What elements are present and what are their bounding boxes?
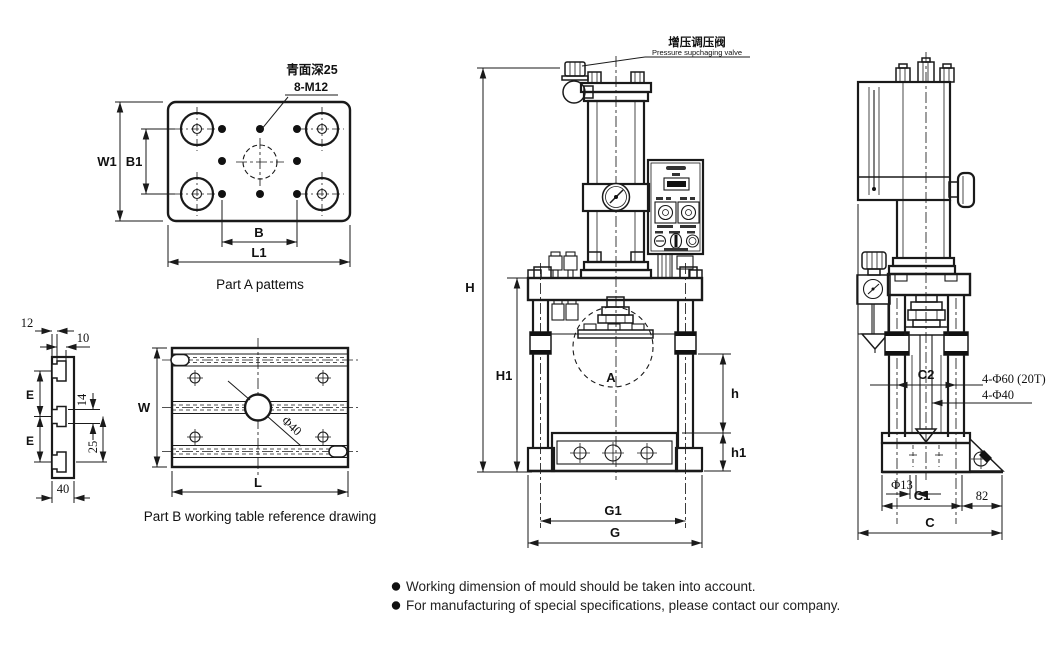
center-hole bbox=[236, 138, 284, 186]
dim-82-label: 82 bbox=[976, 489, 989, 503]
slot-opening-left bbox=[170, 353, 190, 367]
dim-e-bottom-label: E bbox=[26, 434, 34, 448]
part-b-top-dimensions: W L bbox=[138, 347, 349, 497]
press-frame: A bbox=[526, 251, 704, 473]
dim-g-label: G bbox=[610, 525, 620, 540]
dim-e-top-label: E bbox=[26, 388, 34, 402]
t-slots bbox=[51, 360, 67, 473]
top-plate bbox=[526, 276, 704, 302]
part-b-top-view: Φ40 W L Part B working table reference d… bbox=[138, 338, 376, 524]
dim-l-label: L bbox=[254, 475, 262, 490]
part-a-dimensions: W1 B1 B L1 bbox=[97, 101, 351, 267]
bullet-icon bbox=[391, 582, 401, 591]
dim-c-label: C bbox=[925, 515, 935, 530]
note-depth-label: 青面深25 bbox=[286, 62, 337, 77]
panel-buttons bbox=[653, 231, 700, 251]
dim-g1-label: G1 bbox=[604, 503, 621, 518]
panel-logo bbox=[666, 166, 686, 170]
work-area-circle bbox=[572, 306, 654, 388]
ram-assembly bbox=[577, 296, 654, 339]
air-fittings bbox=[548, 251, 578, 279]
front-view-dimensions: H H1 h h1 G1 G bbox=[465, 67, 746, 548]
control-panel bbox=[646, 158, 705, 279]
center-hole-phi40 bbox=[243, 393, 273, 422]
panel-counters bbox=[654, 197, 700, 228]
guide-blocks bbox=[551, 299, 579, 321]
valve-label-en: Pressure supchaging valve bbox=[652, 48, 742, 57]
pressure-gauge bbox=[601, 182, 631, 212]
part-a-leader-note: 青面深25 8-M12 bbox=[260, 62, 338, 131]
tapped-hole-dots bbox=[218, 125, 301, 198]
panel-tiny-label bbox=[672, 173, 680, 176]
left-foot bbox=[526, 446, 556, 473]
label-phi40: 4-Φ40 bbox=[982, 388, 1014, 402]
plate-outline bbox=[166, 100, 352, 223]
slot-opening-right bbox=[328, 445, 348, 458]
pressure-valve bbox=[561, 61, 594, 104]
dim-a-label: A bbox=[606, 370, 616, 385]
dim-h1-label: H1 bbox=[496, 368, 513, 383]
work-table bbox=[550, 431, 679, 473]
label-phi60: 4-Φ60 (20T) bbox=[982, 372, 1046, 386]
dim-10-label: 10 bbox=[77, 331, 90, 345]
side-knob bbox=[948, 171, 976, 209]
part-a-view: W1 B1 B L1 青面深25 8-M12 Part A pattems bbox=[97, 62, 352, 292]
valve-label-zh: 增压调压阀 bbox=[668, 35, 726, 49]
table-hole-marks bbox=[570, 442, 657, 464]
dim-phi13-label: Φ13 bbox=[891, 478, 913, 492]
side-columns bbox=[884, 295, 969, 437]
oil-tank bbox=[856, 57, 976, 209]
dim-25-label: 25 bbox=[86, 441, 100, 454]
dim-h-label: H bbox=[465, 280, 474, 295]
dim-12-label: 12 bbox=[21, 316, 34, 330]
part-b-side-dimensions: 12 10 E E 14 25 40 bbox=[21, 316, 107, 503]
dim-phi40-label: Φ40 bbox=[279, 414, 304, 439]
side-view: C2 4-Φ60 (20T) 4-Φ40 Φ13 C1 82 C bbox=[856, 52, 1046, 540]
dim-14-label: 14 bbox=[75, 393, 89, 406]
note-line-1: Working dimension of mould should be tak… bbox=[406, 579, 755, 594]
booster-cylinder bbox=[579, 71, 653, 280]
valve-callout: 增压调压阀 Pressure supchaging valve bbox=[581, 35, 750, 67]
dim-h-small-label: h bbox=[731, 386, 739, 401]
dim-40-label: 40 bbox=[57, 482, 70, 496]
part-b-side-view: 12 10 E E 14 25 40 bbox=[21, 316, 107, 503]
bullet-icon bbox=[391, 601, 401, 610]
right-foot bbox=[674, 446, 704, 473]
notes: Working dimension of mould should be tak… bbox=[391, 579, 840, 613]
dim-l1-label: L1 bbox=[251, 245, 266, 260]
dim-h1-small-label: h1 bbox=[731, 445, 746, 460]
part-a-caption: Part A pattems bbox=[216, 277, 304, 292]
panel-display bbox=[663, 177, 690, 191]
dim-b-label: B bbox=[254, 225, 263, 240]
bolt-hole-marks bbox=[187, 370, 331, 445]
side-base bbox=[880, 431, 1005, 474]
note-thread-label: 8-M12 bbox=[294, 80, 328, 94]
dim-c1-label: C1 bbox=[914, 488, 931, 503]
dim-c2-label: C2 bbox=[918, 367, 935, 382]
side-top-plate bbox=[886, 272, 972, 297]
mounting-holes bbox=[175, 107, 344, 216]
note-line-2: For manufacturing of special specificati… bbox=[406, 598, 840, 613]
part-b-caption: Part B working table reference drawing bbox=[144, 509, 377, 524]
side-cylinder bbox=[887, 82, 957, 276]
dim-w-label: W bbox=[138, 400, 151, 415]
columns bbox=[529, 300, 697, 448]
panel-cables bbox=[657, 253, 694, 279]
front-view: 增压调压阀 Pressure supchaging valve bbox=[465, 35, 750, 548]
side-view-dimensions: C2 4-Φ60 (20T) 4-Φ40 Φ13 C1 82 C bbox=[857, 204, 1046, 540]
dim-w1-label: W1 bbox=[97, 154, 117, 169]
side-ram bbox=[904, 294, 949, 444]
dim-b1-label: B1 bbox=[126, 154, 143, 169]
